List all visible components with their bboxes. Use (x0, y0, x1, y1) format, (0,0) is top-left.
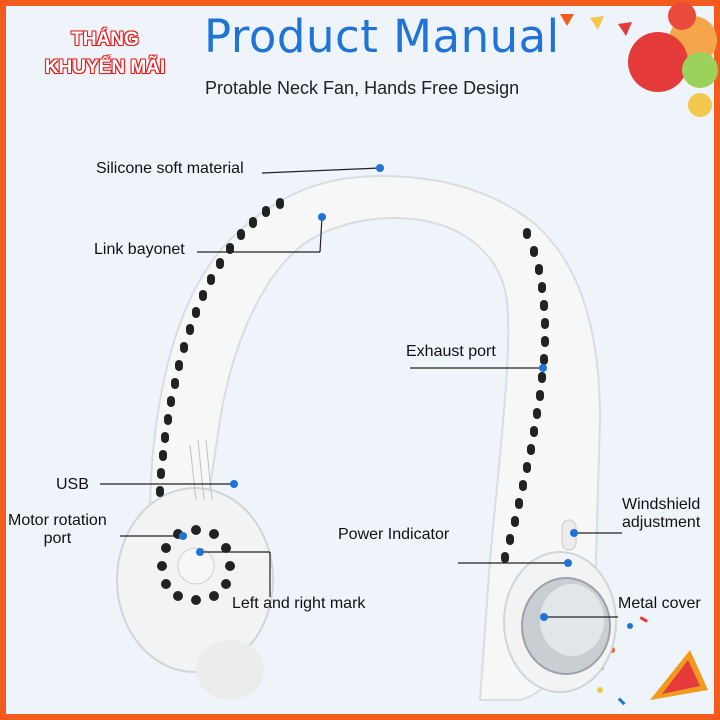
neck-fan (116, 174, 617, 701)
label-left-right-mark: Left and right mark (232, 595, 366, 612)
page-title: Product Manual (204, 10, 560, 63)
label-usb: USB (56, 476, 89, 493)
balloons-decoration (560, 2, 718, 117)
label-link-bayonet: Link bayonet (94, 241, 185, 258)
page-subtitle: Protable Neck Fan, Hands Free Design (205, 78, 520, 98)
promo-line-2: KHUYẾN MÃI (44, 57, 166, 78)
party-popper-decoration (595, 616, 708, 706)
right-exhaust-vents (501, 228, 549, 563)
label-motor-rotation-port: Motor rotation port (8, 512, 107, 547)
label-windshield-adjustment: Windshield adjustment (622, 496, 701, 531)
promo-badge: THÁNG KHUYẾN MÃI (30, 26, 180, 82)
label-metal-cover: Metal cover (618, 595, 701, 612)
label-exhaust-port: Exhaust port (406, 343, 496, 360)
left-exhaust-vents (156, 198, 284, 497)
promo-line-1: THÁNG (71, 29, 139, 50)
label-silicone: Silicone soft material (96, 160, 244, 177)
callout-dots (179, 164, 578, 621)
label-power-indicator: Power Indicator (338, 526, 450, 543)
callout-leader-lines (100, 167, 622, 618)
